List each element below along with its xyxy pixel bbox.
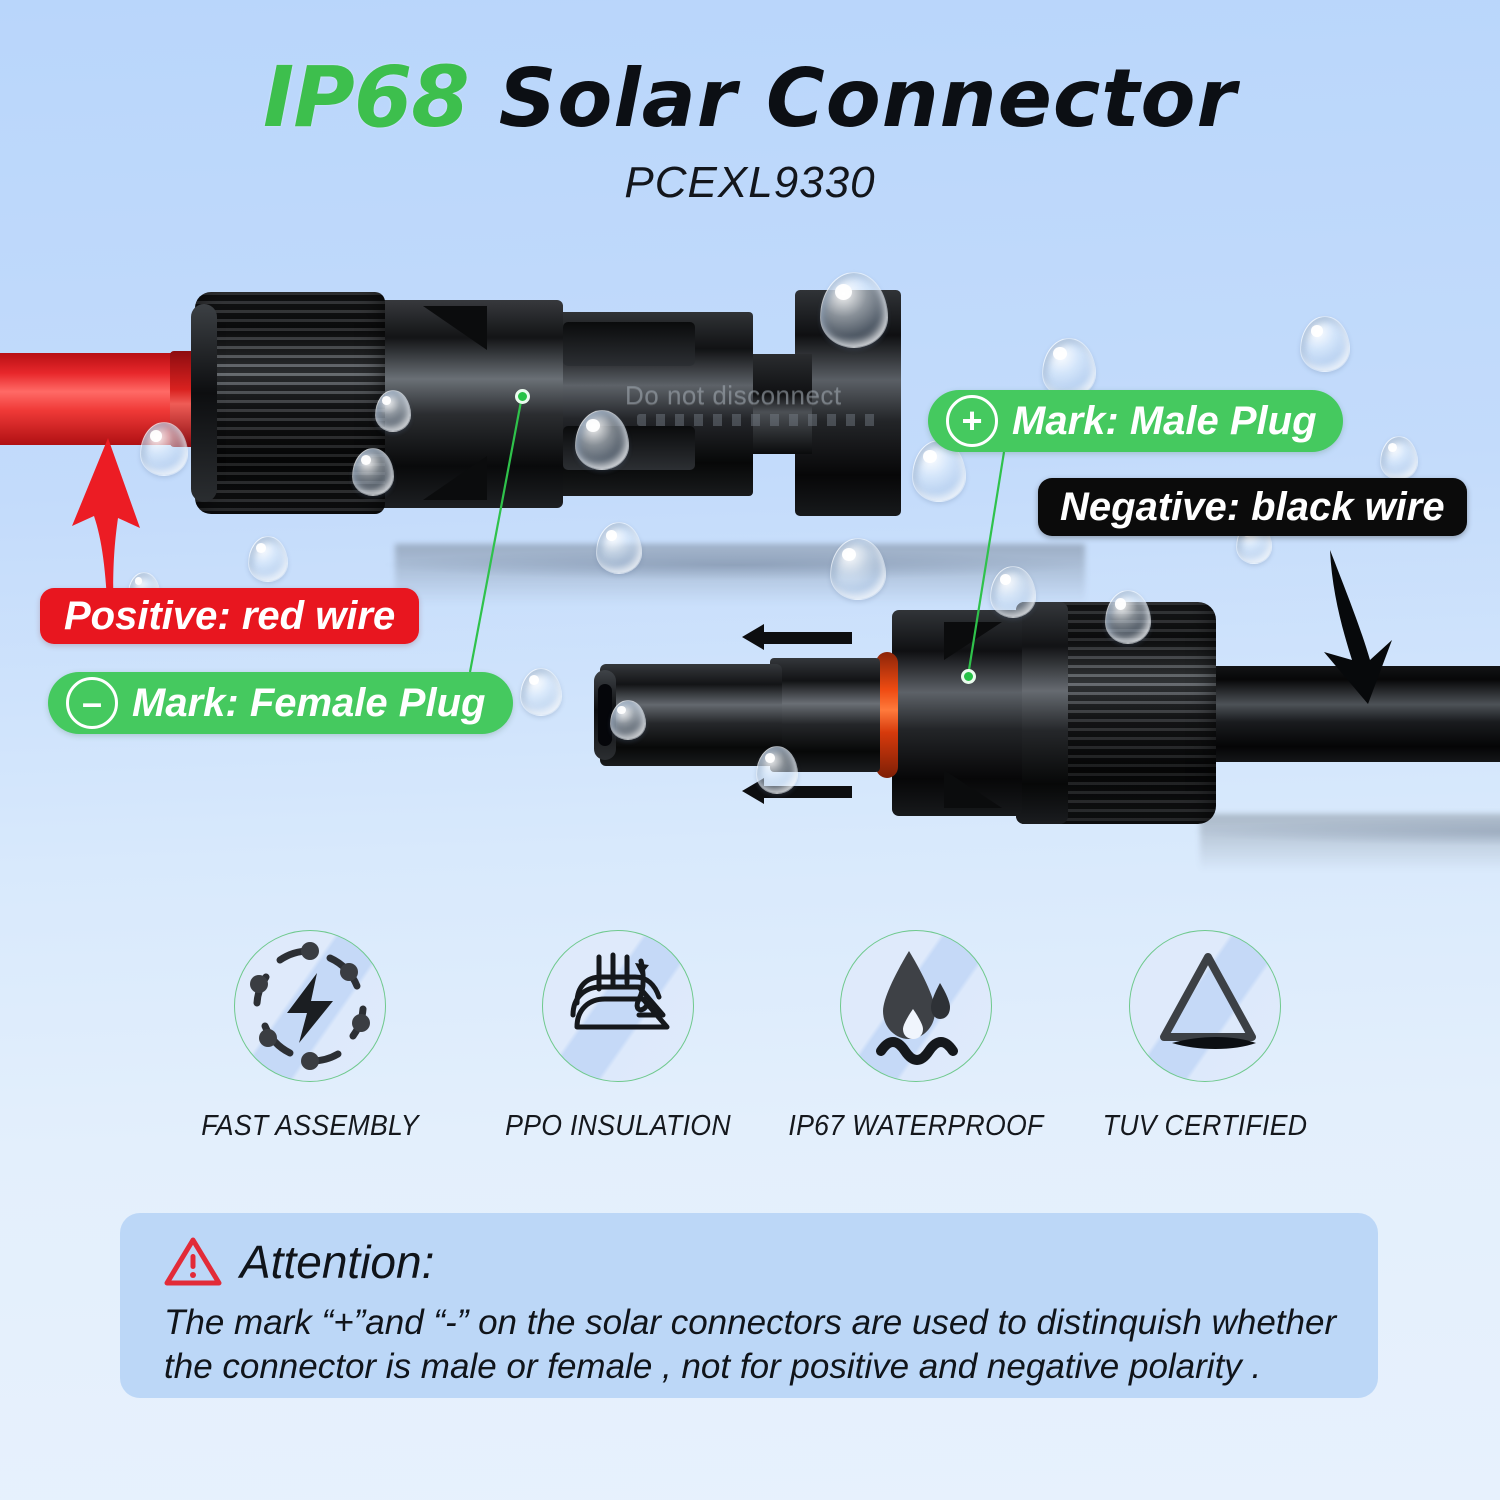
model-number: PCEXL9330 — [624, 158, 876, 207]
attention-line-1: The mark “+”and “-” on the solar connect… — [164, 1303, 1337, 1342]
feature-label: FAST ASSEMBLY — [201, 1110, 419, 1142]
attention-body: The mark “+”and “-” on the solar connect… — [164, 1301, 1344, 1389]
feature-icon-circle — [234, 930, 386, 1082]
feature-label: TUV CERTIFIED — [1102, 1110, 1308, 1142]
female-connector-wedge-top — [423, 306, 487, 350]
female-connector-notch-top — [563, 322, 695, 366]
feature-icon-circle — [840, 930, 992, 1082]
feature-label: IP67 WATERPROOF — [788, 1110, 1044, 1142]
male-connector-nut-collar — [1016, 602, 1068, 824]
feature-list: FAST ASSEMBLY PPO INSULATION — [0, 930, 1500, 1180]
plus-sign-icon: + — [946, 395, 998, 447]
positive-wire-callout: Positive: red wire — [40, 588, 420, 644]
feature-ip67-waterproof: IP67 WATERPROOF — [766, 930, 1066, 1143]
male-plug-callout-label: Mark: Male Plug — [1012, 398, 1317, 443]
water-drop-icon — [876, 951, 958, 1065]
female-callout-anchor-dot — [515, 389, 530, 404]
product-title: Solar Connector — [498, 52, 1237, 145]
minus-sign-icon: – — [66, 677, 118, 729]
male-connector-pin-hole — [598, 684, 612, 746]
male-callout-anchor-dot — [961, 669, 976, 684]
page-title: IP68 Solar Connector — [0, 48, 1500, 146]
feature-icon-circle — [542, 930, 694, 1082]
positive-wire-callout-label: Positive: red wire — [64, 593, 396, 638]
triangle-icon — [1160, 953, 1256, 1049]
female-connector-texture — [637, 414, 877, 426]
male-connector-reflection — [1200, 814, 1500, 884]
layered-sheets-icon — [570, 952, 670, 1030]
female-connector-nut-face — [191, 304, 217, 502]
male-connector-shadow — [1192, 818, 1500, 846]
red-up-arrow-icon — [72, 438, 140, 620]
female-connector-reflection — [395, 544, 1085, 618]
feature-fast-assembly: FAST ASSEMBLY — [160, 930, 460, 1143]
female-connector-wedge-bottom — [423, 456, 487, 500]
feature-label: PPO INSULATION — [505, 1110, 731, 1142]
feature-icon-circle — [1129, 930, 1281, 1082]
attention-header: Attention: — [164, 1235, 434, 1289]
male-connector-wedge-bottom — [944, 770, 1002, 808]
male-plug-callout: + Mark: Male Plug — [928, 390, 1343, 452]
negative-wire-callout: Negative: black wire — [1038, 478, 1467, 536]
attention-box: Attention: The mark “+”and “-” on the so… — [120, 1213, 1378, 1398]
lightning-bolt-icon — [250, 942, 370, 1070]
female-connector: Do not disconnect — [191, 290, 1085, 618]
latch-arrow-top-icon — [742, 624, 852, 650]
orange-o-ring — [876, 652, 898, 778]
female-connector-shadow — [385, 550, 1085, 580]
black-down-arrow-icon — [1324, 550, 1392, 704]
do-not-disconnect-text: Do not disconnect — [625, 380, 842, 410]
ip68-badge: IP68 — [263, 48, 470, 146]
negative-wire-callout-label: Negative: black wire — [1060, 484, 1445, 529]
female-plug-callout: – Mark: Female Plug — [48, 672, 514, 734]
feature-tuv-certified: TUV CERTIFIED — [1055, 930, 1355, 1143]
attention-title: Attention: — [240, 1236, 435, 1288]
feature-ppo-insulation: PPO INSULATION — [468, 930, 768, 1143]
female-plug-callout-label: Mark: Female Plug — [132, 680, 486, 725]
warning-triangle-icon — [164, 1237, 222, 1286]
attention-line-2: the connector is male or female , not fo… — [164, 1347, 1262, 1387]
